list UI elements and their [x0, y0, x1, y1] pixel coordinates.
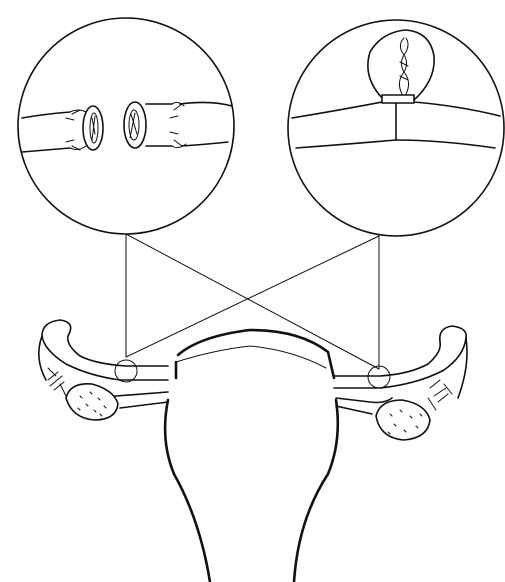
left-ovary — [66, 384, 168, 420]
left-fallopian-tube — [39, 320, 168, 396]
right-fallopian-tube — [334, 326, 467, 410]
right-detail-panel — [288, 20, 504, 236]
left-detail-panel — [18, 18, 234, 234]
right-ovary — [336, 398, 430, 440]
left-ligation-site-marker — [115, 360, 137, 382]
connector-lines — [126, 234, 379, 369]
uterus — [165, 330, 338, 582]
